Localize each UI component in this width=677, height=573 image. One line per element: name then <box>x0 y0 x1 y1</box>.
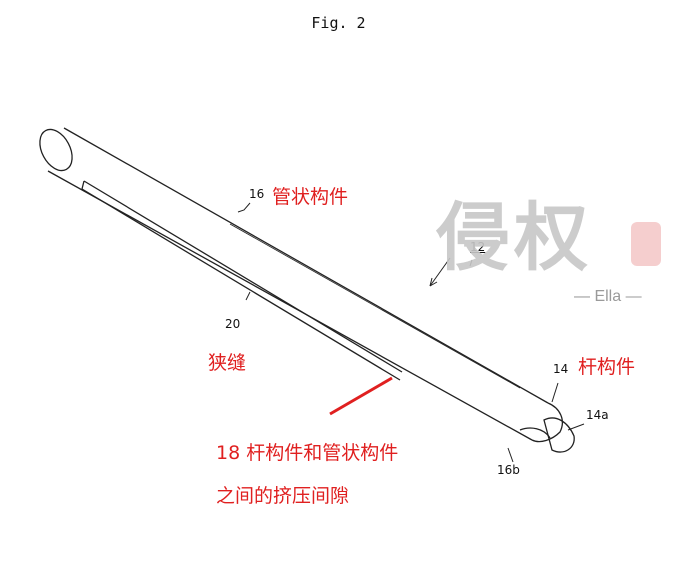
label-20: 20 <box>225 317 241 331</box>
slot-line-lower <box>81 188 401 381</box>
tube-end-cap <box>39 128 73 172</box>
rod-tip <box>543 417 575 453</box>
leader-14a <box>567 423 585 431</box>
annotation-slot: 狭缝 <box>208 352 247 374</box>
leader-14 <box>551 382 559 403</box>
label-16: 16 <box>249 187 265 201</box>
label-14a: 14a <box>586 408 609 422</box>
annotation-gap-line1: 18 杆构件和管状构件 <box>216 442 399 464</box>
label-16b: 16b <box>497 463 520 477</box>
watermark-name: — Ella — <box>574 288 642 305</box>
leader-16b <box>507 447 514 463</box>
tube-front-edge <box>531 402 563 443</box>
slot-end <box>81 180 85 190</box>
annotation-gap-line2: 之间的挤压间隙 <box>216 485 350 507</box>
rod-body-edge <box>519 427 551 439</box>
annotation-rod: 杆构件 <box>578 356 636 378</box>
leader-20 <box>245 291 251 301</box>
label-12: 12 <box>470 240 486 254</box>
gap-pointer-line <box>329 376 393 416</box>
label-14: 14 <box>553 362 569 376</box>
watermark-seal <box>631 222 661 266</box>
arrow-12 <box>429 257 451 287</box>
annotation-tube: 管状构件 <box>272 186 349 208</box>
tube-top-edge <box>63 127 549 404</box>
tube-bottom-edge <box>47 170 533 441</box>
watermark-chars: 侵权 <box>436 195 592 281</box>
leader-16 <box>237 202 251 213</box>
slot-line-upper <box>83 180 403 373</box>
figure-title: Fig. 2 <box>311 14 366 32</box>
tube-shade-line <box>229 223 521 389</box>
